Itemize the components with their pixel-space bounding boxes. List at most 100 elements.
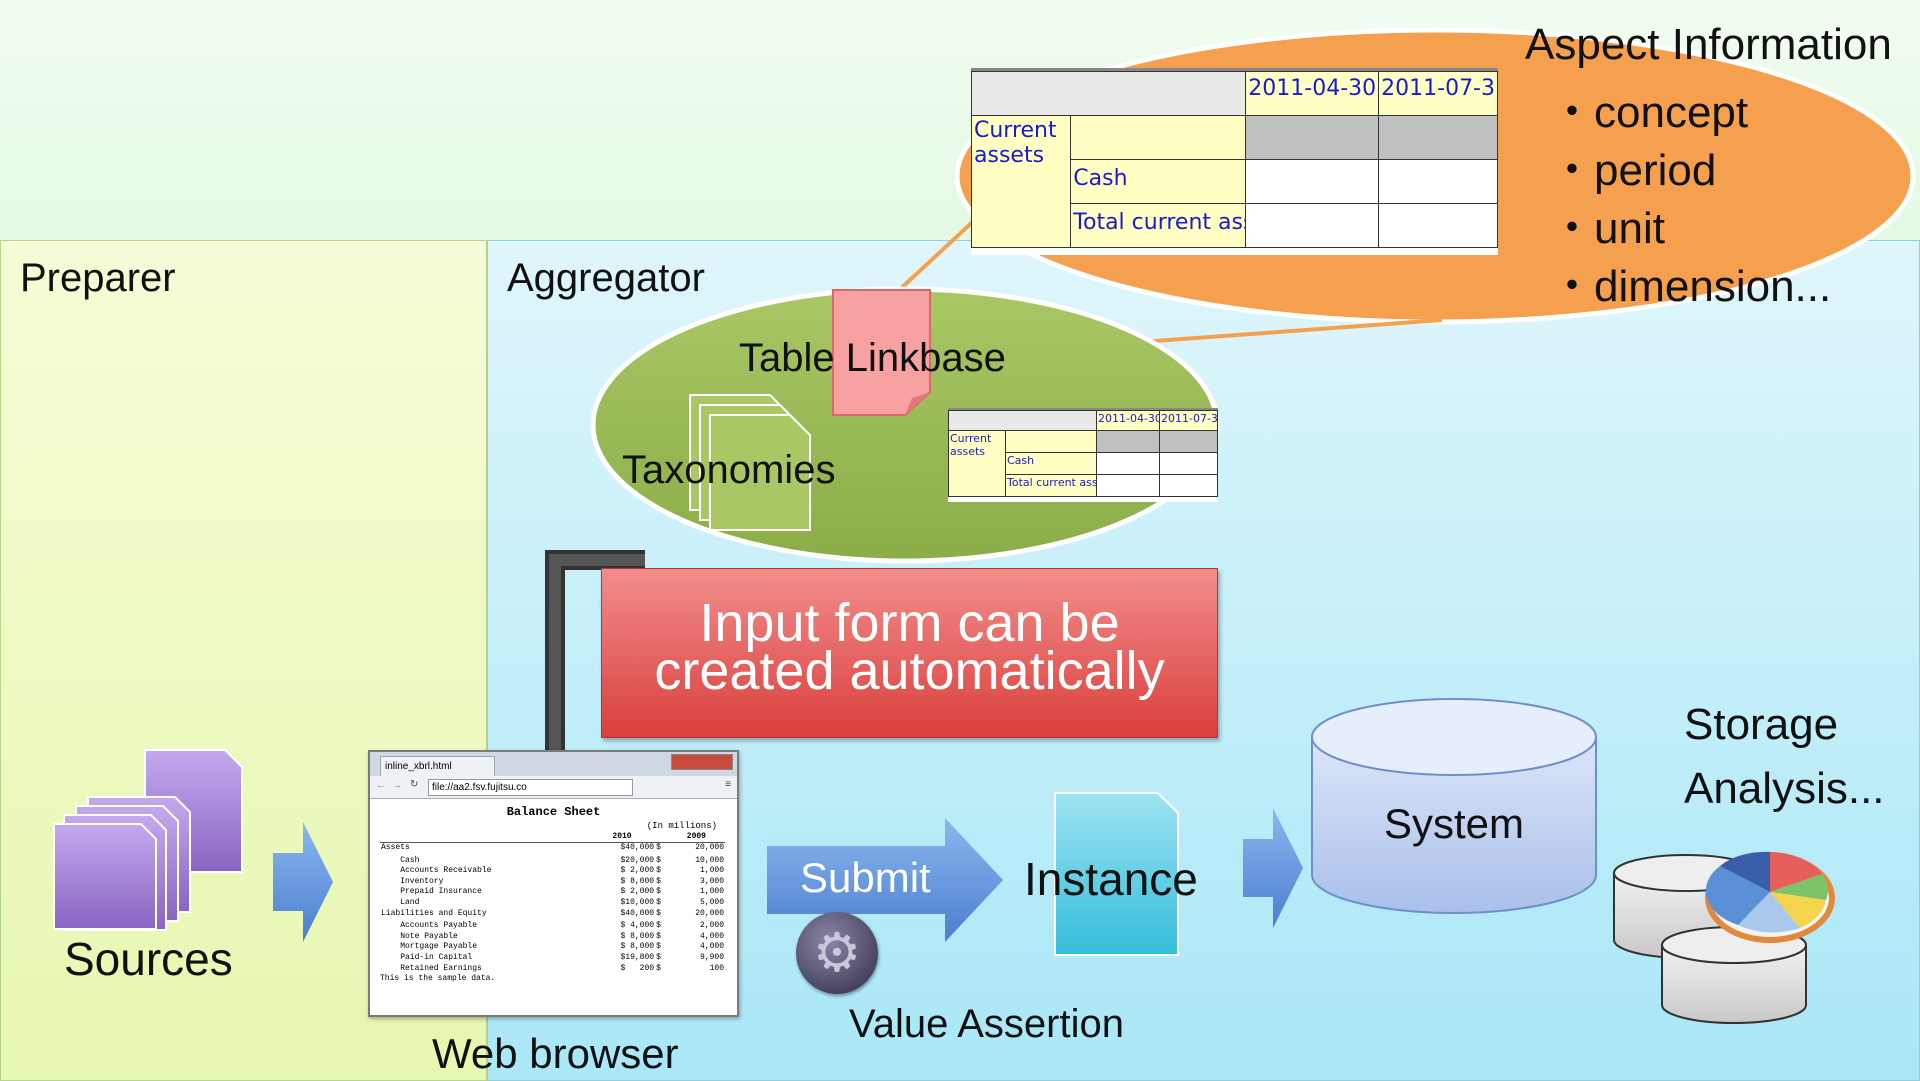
window-controls[interactable]	[671, 754, 733, 770]
balance-cell: 5,000	[699, 897, 724, 907]
aspect-item-concept: ・concept	[1550, 88, 1749, 137]
thumb-row1: Cash	[1005, 452, 1097, 475]
balance-cell: Paid-in Capital	[381, 952, 473, 962]
balance-cell: $	[656, 866, 661, 876]
browser-toolbar: ← → ↻ file://aa2.fsv.fujitsu.co ≡	[370, 776, 737, 799]
balance-cell: 1,000	[699, 887, 724, 897]
balance-cell: 3,000	[699, 876, 724, 886]
balance-cell: Liabilities and Equity	[381, 908, 487, 918]
aspect-table: 2011-04-30 2011-07-3 Current assets Cash…	[971, 68, 1498, 255]
thumb-row2: Total current ass	[1005, 474, 1097, 497]
aspect-item-period: ・period	[1550, 146, 1717, 195]
sources-label: Sources	[64, 933, 233, 985]
balance-cell: $ 2,000	[620, 866, 655, 876]
balance-row: Assets $40,000$20,000	[380, 843, 725, 854]
balance-cell: $	[656, 897, 661, 907]
instance-label: Instance	[1024, 853, 1198, 905]
balance-cell: $ 8,000	[620, 876, 655, 886]
balance-cell: Accounts Payable	[381, 921, 478, 931]
balance-cell: Land	[381, 897, 420, 907]
reload-icon[interactable]: ↻	[410, 779, 419, 790]
balance-cell: $ 200	[620, 963, 655, 973]
balance-sheet-unit: (In millions)	[646, 821, 717, 831]
balance-cell: $ 2,000	[620, 887, 655, 897]
balance-cell: $	[656, 942, 661, 952]
back-icon[interactable]: ←	[376, 780, 386, 791]
balance-cell: $ 8,000	[620, 942, 655, 952]
balance-cell: Assets	[381, 843, 410, 852]
balance-row: Liabilities and Equity $40,000$20,000	[380, 909, 725, 920]
linkbase-table-thumb: 2011-04-30 2011-07-3 Current assets Cash…	[948, 408, 1218, 502]
balance-cell: $20,000	[620, 855, 655, 865]
balance-cell: $19,800	[620, 952, 655, 962]
table-row-group: Current assets	[971, 115, 1072, 248]
aspect-item-unit: ・unit	[1550, 204, 1665, 253]
browser-tab[interactable]: inline_xbrl.html	[380, 756, 495, 776]
value-assertion-label: Value Assertion	[849, 1002, 1124, 1046]
arrow-sources-to-browser	[273, 822, 333, 942]
balance-cell: 9,900	[699, 952, 724, 962]
banner-line1: Input form can be	[699, 593, 1120, 653]
balance-row: Accounts Receivable $ 2,000$1,000	[380, 866, 725, 877]
table-col1: 2011-04-30	[1245, 71, 1380, 116]
balance-row: Note Payable$ 8,000$4,000	[380, 932, 725, 943]
storage-label: Storage	[1684, 700, 1839, 749]
balance-cell: $10,000	[620, 897, 655, 907]
balance-row: Inventory $ 8,000$3,000	[380, 877, 725, 888]
balance-cell: 2,000	[699, 921, 724, 931]
balance-cell: 1,000	[699, 866, 724, 876]
balance-cell: $	[656, 855, 661, 865]
balance-cell: Accounts Receivable	[381, 866, 492, 876]
balance-cell: Prepaid Insurance	[381, 887, 482, 897]
table-col2: 2011-07-3	[1378, 71, 1498, 116]
balance-cell: $	[656, 908, 661, 918]
balance-cell: Mortgage Payable	[381, 942, 478, 952]
aggregator-label: Aggregator	[507, 256, 705, 300]
balance-cell: 10,000	[695, 855, 724, 865]
year-2010: 2010	[612, 832, 632, 841]
balance-cell: 20,000	[695, 843, 724, 852]
aspect-item-dimension: ・dimension...	[1550, 262, 1832, 311]
balance-cell: Cash	[381, 855, 420, 865]
browser-titlebar: inline_xbrl.html	[370, 752, 737, 776]
balance-sheet-footer: This is the sample data.	[380, 974, 496, 984]
menu-icon[interactable]: ≡	[725, 779, 731, 790]
gear-icon: ⚙	[796, 912, 878, 994]
balance-cell: 100	[709, 963, 724, 973]
thumb-col2: 2011-07-3	[1159, 410, 1218, 431]
balance-cell: $40,000	[620, 843, 655, 852]
balance-cell: Retained Earnings	[381, 963, 482, 973]
balance-cell: $	[656, 963, 661, 973]
system-label: System	[1384, 800, 1525, 847]
balance-cell: $	[656, 887, 661, 897]
linkbase-doc-icon	[832, 289, 931, 416]
address-bar[interactable]: file://aa2.fsv.fujitsu.co	[428, 779, 633, 796]
balance-row: Retained Earnings $ 200$100	[380, 964, 725, 975]
balance-cell: $	[656, 843, 661, 852]
aspect-title: Aspect Information	[1525, 20, 1892, 69]
balance-cell: $	[656, 876, 661, 886]
balance-sheet-table: 2010 2009 Assets$40,000$20,000 Cash$20,0…	[380, 831, 725, 974]
balance-cell: Note Payable	[381, 931, 458, 941]
balance-cell: 20,000	[695, 908, 724, 918]
balance-row: Accounts Payable $ 4,000$2,000	[380, 921, 725, 932]
balance-cell: $ 4,000	[620, 921, 655, 931]
balance-cell: $	[656, 921, 661, 931]
balance-cell: $40,000	[620, 908, 655, 918]
balance-cell: $	[656, 952, 661, 962]
table-row1: Cash	[1070, 159, 1247, 204]
balance-cell: $ 8,000	[620, 931, 655, 941]
auto-form-banner: Input form can be created automatically	[601, 568, 1218, 738]
balance-cell: Inventory	[381, 876, 444, 886]
balance-cell: 4,000	[699, 942, 724, 952]
taxonomy-docs-icon	[689, 394, 811, 531]
preparer-label: Preparer	[20, 256, 176, 300]
submit-button[interactable]: Submit	[800, 854, 931, 901]
forward-icon[interactable]: →	[392, 780, 402, 791]
table-row2: Total current ass	[1070, 203, 1247, 248]
balance-cell: $	[656, 931, 661, 941]
thumb-row-group: Current assets	[948, 430, 1006, 497]
